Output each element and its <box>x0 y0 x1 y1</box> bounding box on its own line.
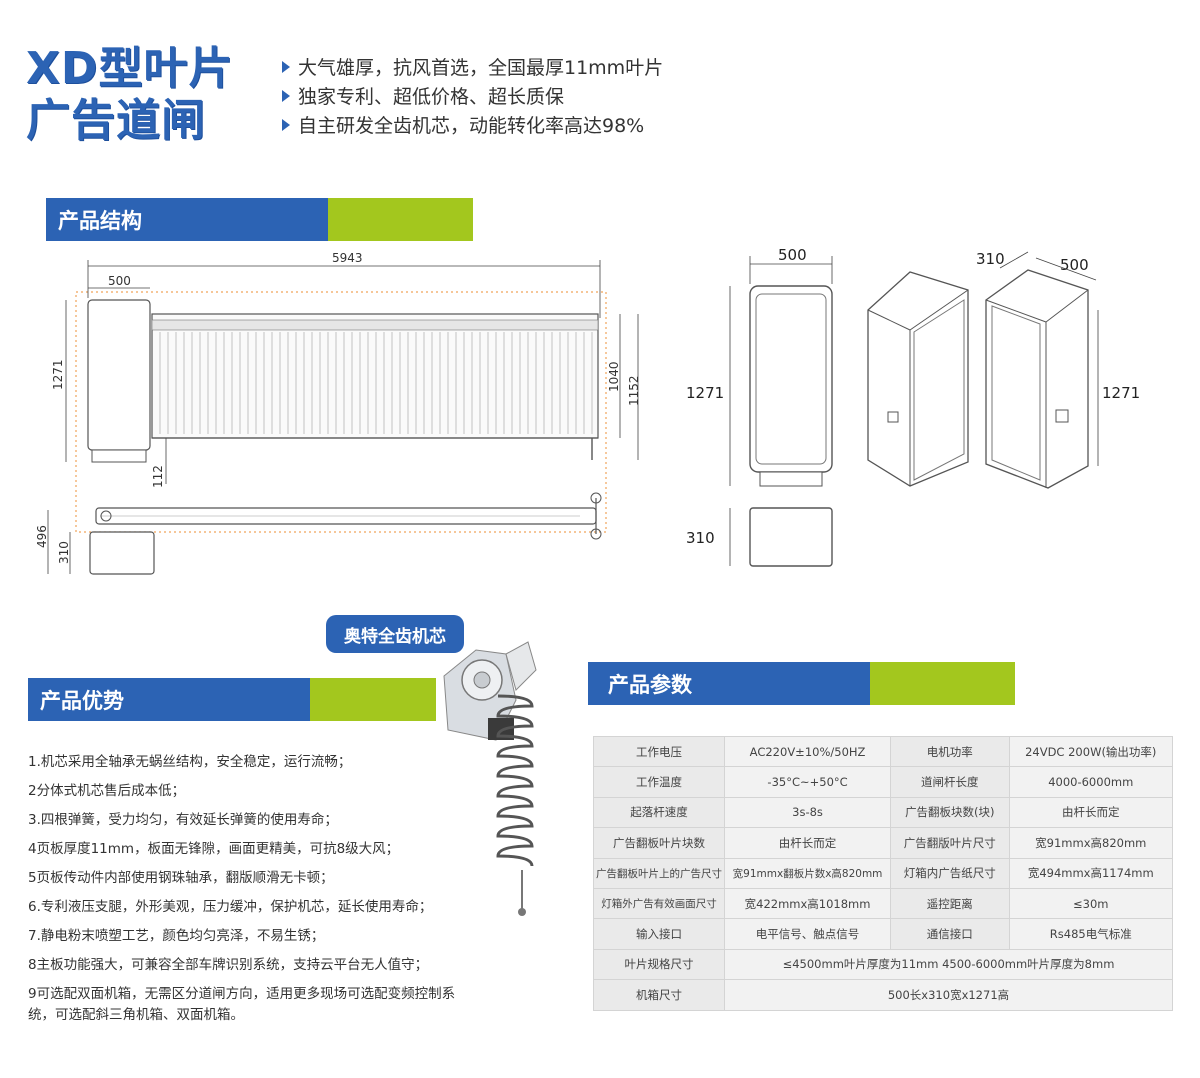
list-item: 7.静电粉末喷塑工艺，颜色均匀亮泽，不易生锈； <box>28 928 325 944</box>
motor-illustration <box>443 641 537 916</box>
dim-total-length: 5943 <box>332 251 363 265</box>
dim-top-view-depth: 310 <box>686 529 715 547</box>
barrier-side-drawing: 5943 500 1271 1040 112 496 310 <box>35 251 639 575</box>
dim-iso-height: 1271 <box>1102 384 1140 402</box>
cabinet-iso-drawing: 310 500 1271 <box>867 250 1140 489</box>
list-item: 3.四根弹簧，受力均匀，有效延长弹簧的使用寿命； <box>28 812 338 828</box>
dim-iso-depth: 310 <box>976 250 1005 268</box>
section-header-advantages: 产品优势 <box>28 678 436 721</box>
cabinet-front-drawing: 500 1271 310 <box>686 246 833 567</box>
arrow-right-icon <box>282 60 290 73</box>
title-line-2: 广告道闸 <box>26 95 206 146</box>
feature-bullet: 自主研发全齿机芯，动能转化率高达98% <box>282 110 663 139</box>
dim-top-cabinet: 310 <box>57 541 71 564</box>
title-line-1: XD型叶片 <box>26 43 234 94</box>
section-header-structure: 产品结构 <box>46 198 473 241</box>
table-row: 叶片规格尺寸≤4500mm叶片厚度为11mm 4500-6000mm叶片厚度为8… <box>593 948 1173 981</box>
feature-bullet: 大气雄厚，抗风首选，全国最厚11mm叶片 <box>282 52 663 81</box>
arrow-right-icon <box>282 118 290 131</box>
dim-front-width: 500 <box>778 246 807 264</box>
list-item: 4页板厚度11mm，板面无锋隙，画面更精美，可抗8级大风； <box>28 841 400 857</box>
dim-front-height: 1271 <box>686 384 724 402</box>
arrow-right-icon <box>282 89 290 102</box>
list-item: 9可选配双面机箱，无需区分道闸方向，适用更多现场可选配变频控制系统，可选配斜三角… <box>28 986 456 1023</box>
table-row: 广告翻板叶片块数由杆长而定广告翻版叶片尺寸宽91mmx高820mm <box>593 827 1174 859</box>
dim-iso-width: 500 <box>1060 256 1089 274</box>
dim-total-height-label: 1152 <box>627 375 641 406</box>
svg-text:1152: 1152 <box>627 375 641 406</box>
list-item: 2分体式机芯售后成本低； <box>28 783 186 799</box>
feature-bullets: 大气雄厚，抗风首选，全国最厚11mm叶片 独家专利、超低价格、超长质保 自主研发… <box>282 52 663 139</box>
feature-bullet: 独家专利、超低价格、超长质保 <box>282 81 663 110</box>
motor-badge: 奥特全齿机芯 <box>326 615 464 653</box>
dim-height: 1271 <box>51 359 65 390</box>
list-item: 8主板功能强大，可兼容全部车牌识别系统，支持云平台无人值守； <box>28 957 429 973</box>
dim-panel-height: 1040 <box>607 361 621 392</box>
list-item: 6.专利液压支腿，外形美观，压力缓冲，保护机芯，延长使用寿命； <box>28 899 433 915</box>
dim-top-depth: 496 <box>35 525 49 548</box>
list-item: 1.机芯采用全轴承无蜗丝结构，安全稳定，运行流畅； <box>28 754 352 770</box>
advantages-list: 1.机芯采用全轴承无蜗丝结构，安全稳定，运行流畅； 2分体式机芯售后成本低； 3… <box>28 752 468 1034</box>
list-item: 5页板传动件内部使用钢珠轴承，翻版顺滑无卡顿； <box>28 870 334 886</box>
section-header-params: 产品参数 <box>588 662 1015 705</box>
dim-cabinet-width: 500 <box>108 274 131 288</box>
dim-gap: 112 <box>151 465 165 488</box>
